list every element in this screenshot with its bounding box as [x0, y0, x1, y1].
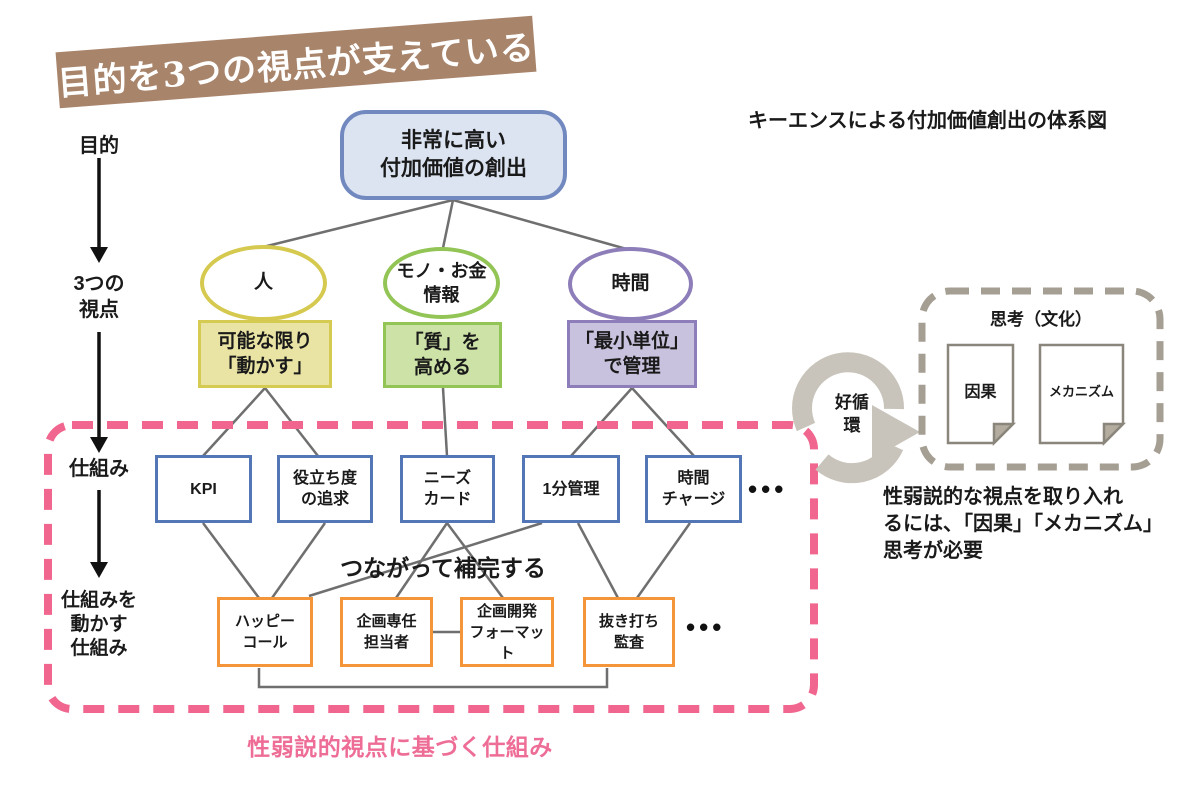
root-node-value-creation: 非常に高い 付加価値の創出 [340, 110, 567, 200]
mechanism-box-time-charge: 時間 チャージ [645, 455, 742, 523]
flow-label-mechanism: 仕組み [69, 458, 129, 480]
mechanism-box-usefulness: 役立ち度 の追求 [277, 455, 373, 523]
document-label-cause: 因果 [964, 384, 997, 401]
thinking-box-title: 思考（文化） [990, 310, 1092, 329]
document-label-mechanism: メカニズム [1048, 384, 1114, 399]
perspective-ellipse-people: 人 [200, 245, 327, 321]
sub-mechanism-box-planning-staff: 企画専任 担当者 [340, 597, 433, 667]
mechanism-box-needs-card: ニーズ カード [400, 455, 495, 523]
document-fold-mechanism [1102, 422, 1127, 447]
connect-caption: つながって補完する [340, 555, 546, 581]
connector-lines [201, 198, 695, 689]
document-fold-cause [992, 422, 1017, 447]
action-box-people: 可能な限り 「動かす」 [198, 320, 332, 388]
mechanism-box-one-minute: 1分管理 [522, 455, 620, 523]
flow-label-perspectives: 3つの 視点 [73, 273, 125, 321]
flow-arrows [90, 158, 108, 578]
cycle-label: 好循 環 [835, 393, 869, 435]
pink-dashed-boundary [44, 421, 818, 713]
perspective-ellipse-goods-money-info: モノ・お金 情報 [383, 247, 500, 319]
document-shapes [946, 343, 1127, 447]
flow-label-purpose: 目的 [79, 135, 119, 157]
bottom-bracket [257, 668, 609, 689]
boundary-caption: 性弱説的視点に基づく仕組み [247, 734, 553, 760]
sub-mechanism-box-planning-format: 企画開発 フォーマット [460, 597, 554, 667]
diagram-caption: キーエンスによる付加価値創出の体系図 [748, 110, 1107, 132]
cycle-arrowhead [872, 405, 920, 459]
mechanism-box-kpi: KPI [155, 455, 252, 523]
sub-mechanism-box-surprise-audit: 抜き打ち 監査 [583, 597, 675, 667]
flow-label-mechanism-driver: 仕組みを 動かす 仕組み [60, 590, 137, 659]
action-box-time: 「最小単位」 で管理 [567, 320, 697, 388]
side-note: 性弱説的な視点を取り入れ るには、「因果」「メカニズム」 思考が必要 [883, 486, 1163, 562]
sub-mechanism-box-happy-call: ハッピー コール [217, 597, 313, 667]
action-box-goods: 「質」を 高める [383, 322, 502, 388]
cycle-arrow [792, 352, 920, 484]
perspective-ellipse-time: 時間 [568, 247, 693, 321]
sub-mechanism-ellipsis: ••• [686, 612, 726, 642]
mechanism-ellipsis: ••• [748, 474, 788, 504]
